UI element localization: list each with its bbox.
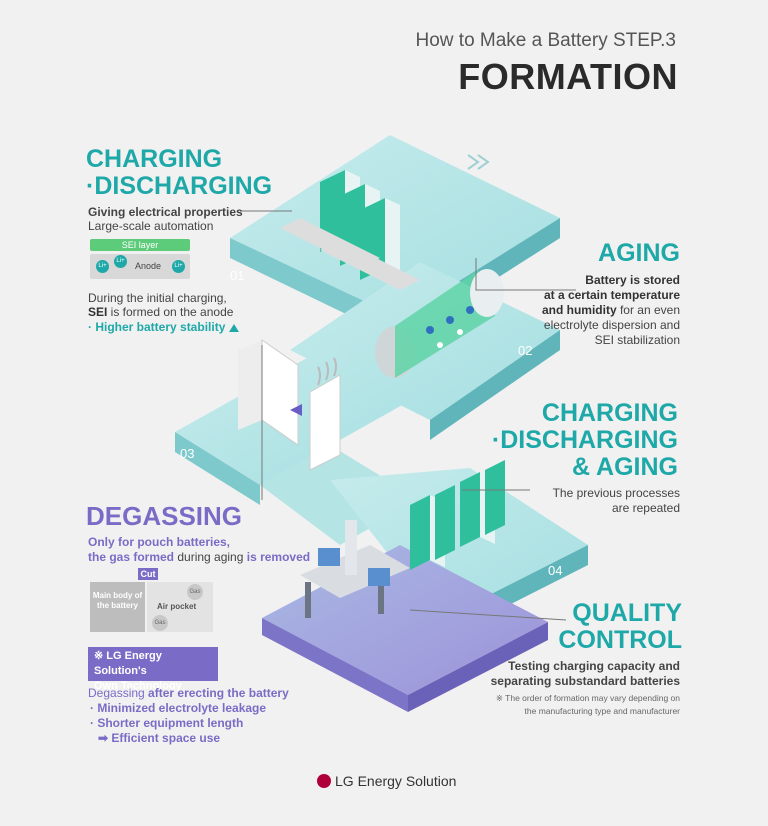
sei-layer-diagram: SEI layer Anode Li+ Li+ Li+ (90, 239, 190, 279)
section1-note-line1: During the initial charging, (88, 291, 227, 305)
section4-bullet3: ➡ Efficient space use (98, 731, 221, 745)
section4-bullet2: · Shorter equipment length (90, 716, 244, 730)
charging-racks-level-04 (410, 460, 505, 570)
formation-order-note: ※ The order of formation may vary depend… (495, 693, 680, 716)
step-number-04: 04 (548, 563, 562, 578)
up-arrow-icon (228, 323, 239, 332)
section1-benefit: · Higher battery stability (88, 320, 239, 335)
page-subtitle: How to Make a Battery STEP.3 (415, 30, 677, 51)
lithium-ion-icon: Li+ (114, 255, 127, 268)
section5-description: Testing charging capacity and separating… (490, 659, 680, 688)
step-number-03: 03 (180, 446, 194, 461)
section1-desc: Large-scale automation (88, 219, 214, 233)
section2-description: Battery is stored at a certain temperatu… (541, 273, 680, 347)
section4-bullet1: · Minimized electrolyte leakage (90, 701, 267, 715)
pouch-cells (238, 339, 341, 471)
anode-label: Anode (135, 261, 162, 271)
section5-heading-line2: CONTROL (558, 626, 682, 654)
air-pocket-label: Air pocket (157, 602, 197, 611)
lithium-ion-icon: Li+ (96, 260, 109, 273)
sei-layer-label: SEI layer (90, 239, 190, 251)
main-body-label: Main body of the battery (90, 582, 145, 632)
section1-note-line2: SEI is formed on the anode (88, 305, 234, 319)
lithium-ion-icon: Li+ (172, 260, 185, 273)
cut-label: Cut (138, 568, 158, 580)
aging-chamber (375, 269, 504, 378)
own-technology-badge: ※ LG Energy Solution's Own Technology (88, 647, 218, 692)
section1-desc-bold: Giving electrical properties (88, 205, 243, 219)
step-number-01: 01 (230, 268, 244, 283)
section1-heading-line2: ·DISCHARGING (86, 172, 273, 200)
quality-control-workstation (300, 520, 410, 618)
section3-heading-line1: CHARGING (541, 399, 678, 427)
charging-racks-level-01 (280, 170, 420, 290)
pouch-degassing-diagram: Cut Main body of the battery Air pocket … (90, 568, 215, 634)
section3-heading-line2: ·DISCHARGING (491, 426, 678, 454)
gas-bubble-icon: Gas (152, 615, 168, 631)
step-number-02: 02 (518, 343, 532, 358)
section4-heading: DEGASSING (86, 501, 243, 531)
direction-chevrons (467, 154, 490, 170)
lg-energy-solution-logo: LG Energy Solution (317, 773, 456, 789)
page-title: FORMATION (458, 56, 678, 97)
section4-sub: Degassing after erecting the battery (88, 686, 289, 700)
section3-heading-line3: & AGING (571, 453, 678, 481)
section1-heading-line1: CHARGING (86, 145, 223, 173)
lg-logo-icon (317, 774, 331, 788)
section4-description: Only for pouch batteries, the gas formed… (88, 535, 311, 564)
section5-heading-line1: QUALITY (572, 599, 682, 627)
gas-bubble-icon: Gas (187, 584, 203, 600)
section3-description: The previous processes are repeated (552, 486, 680, 515)
leader-lines (240, 210, 576, 621)
section2-heading: AGING (598, 239, 680, 267)
